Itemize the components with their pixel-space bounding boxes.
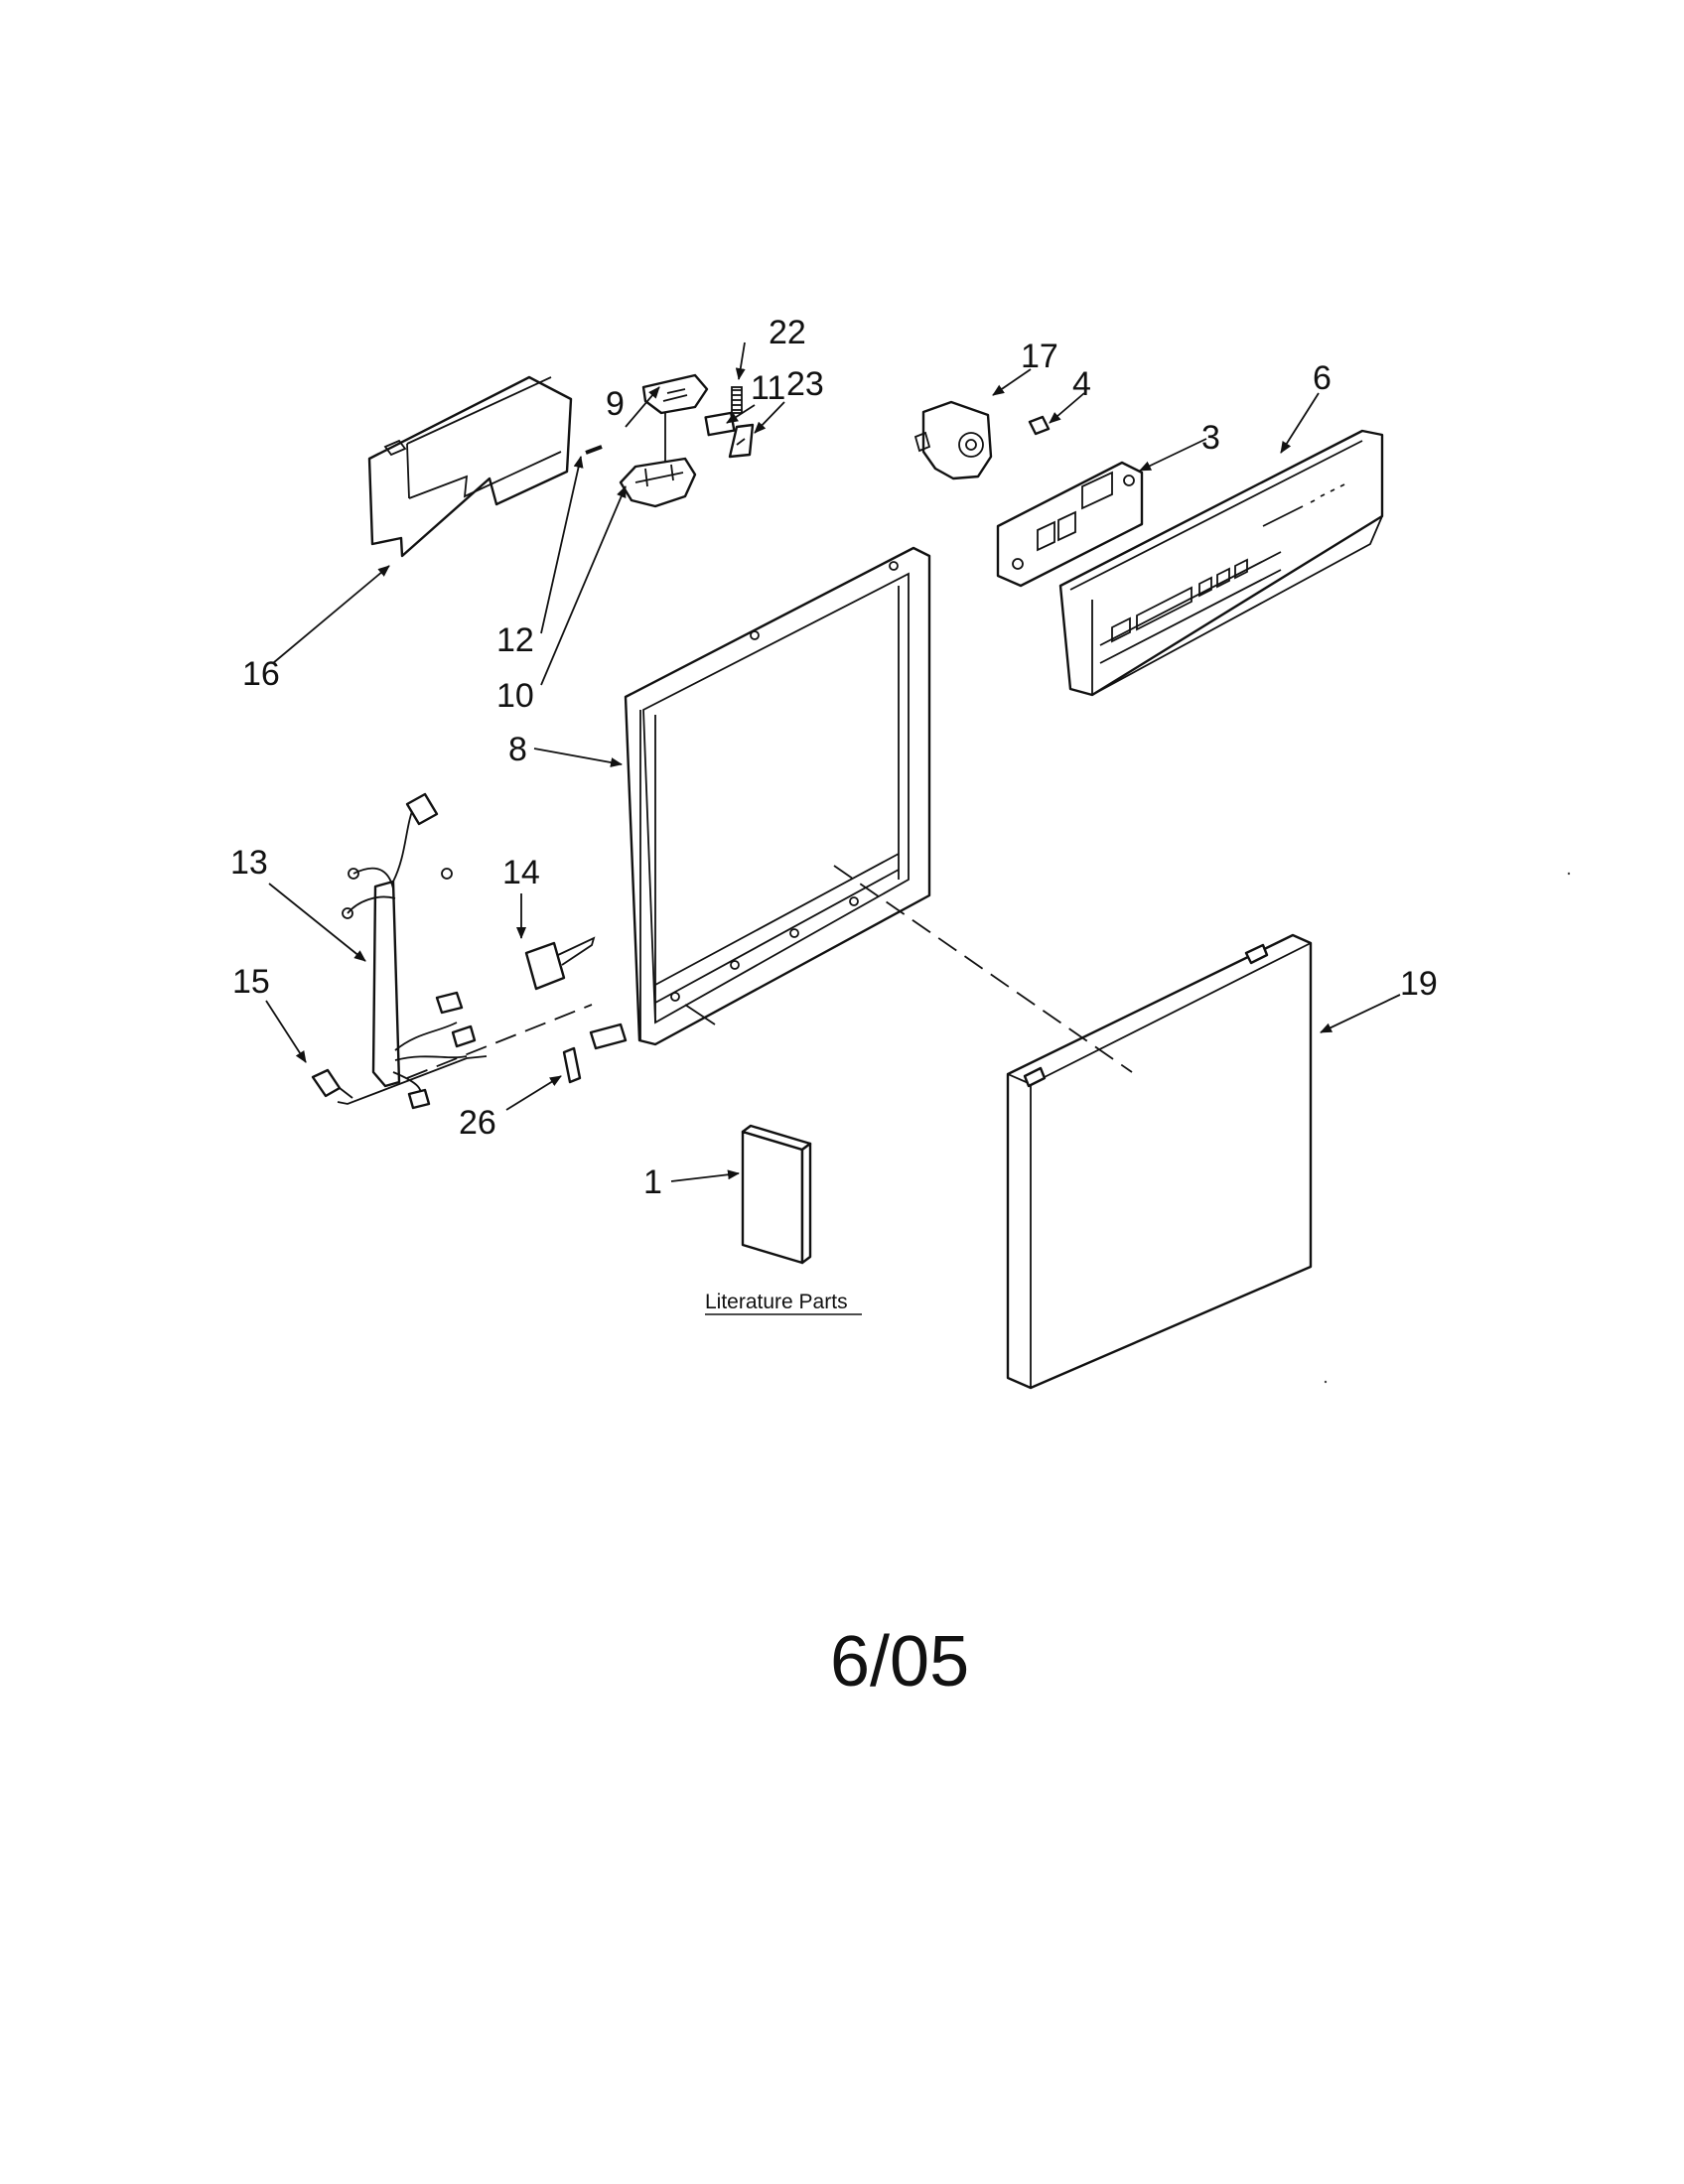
callout-22: 22 — [769, 314, 806, 351]
callout-26: 26 — [459, 1104, 496, 1142]
part-14-connector — [524, 936, 596, 991]
callout-17: 17 — [1021, 338, 1058, 375]
part-12-pin — [585, 445, 603, 455]
part-1-literature — [741, 1124, 812, 1265]
scan-speck — [1324, 1380, 1328, 1384]
part-19-door-panel — [1006, 933, 1313, 1390]
part-3-control-module — [996, 461, 1144, 588]
part-9-latch — [641, 373, 709, 415]
part-26-clip — [562, 1046, 582, 1084]
callout-16: 16 — [242, 655, 280, 693]
callout-1: 1 — [643, 1163, 662, 1201]
assembly-line-frame-corner — [684, 1004, 716, 1025]
callout-13: 13 — [230, 844, 268, 882]
callout-4: 4 — [1072, 365, 1091, 403]
callout-8: 8 — [508, 731, 527, 768]
callout-12: 12 — [496, 621, 534, 659]
page-date: 6/05 — [830, 1622, 969, 1702]
callout-9: 9 — [606, 385, 625, 423]
callout-14: 14 — [502, 854, 540, 891]
part-4-clip — [1028, 415, 1051, 436]
callout-23: 23 — [786, 365, 824, 403]
part-23-latch-bracket — [728, 423, 755, 459]
part-10-latch-housing — [619, 457, 697, 508]
callout-11: 11 — [751, 369, 785, 407]
leader-lines — [265, 341, 1401, 1182]
assembly-line-harness-to-frame — [406, 1004, 593, 1079]
part-16-shield — [367, 375, 573, 558]
callout-10: 10 — [496, 677, 534, 715]
part-17-actuator — [913, 400, 993, 480]
part-6-console — [1058, 429, 1384, 697]
part-15-screw — [311, 1068, 353, 1099]
part-22-spring — [731, 386, 743, 414]
assembly-line-harness-lower — [337, 1055, 488, 1105]
literature-parts-caption: Literature Parts — [705, 1291, 848, 1313]
scan-speck — [1567, 872, 1571, 876]
callout-6: 6 — [1313, 359, 1332, 397]
assembly-line-frame-to-door — [833, 865, 1133, 1073]
callout-19: 19 — [1400, 965, 1438, 1003]
part-13-wire-harness — [342, 792, 477, 1110]
part-8-door-frame — [589, 546, 931, 1050]
part-11-switch — [704, 411, 736, 437]
callout-15: 15 — [232, 963, 270, 1001]
callout-3: 3 — [1201, 419, 1220, 457]
